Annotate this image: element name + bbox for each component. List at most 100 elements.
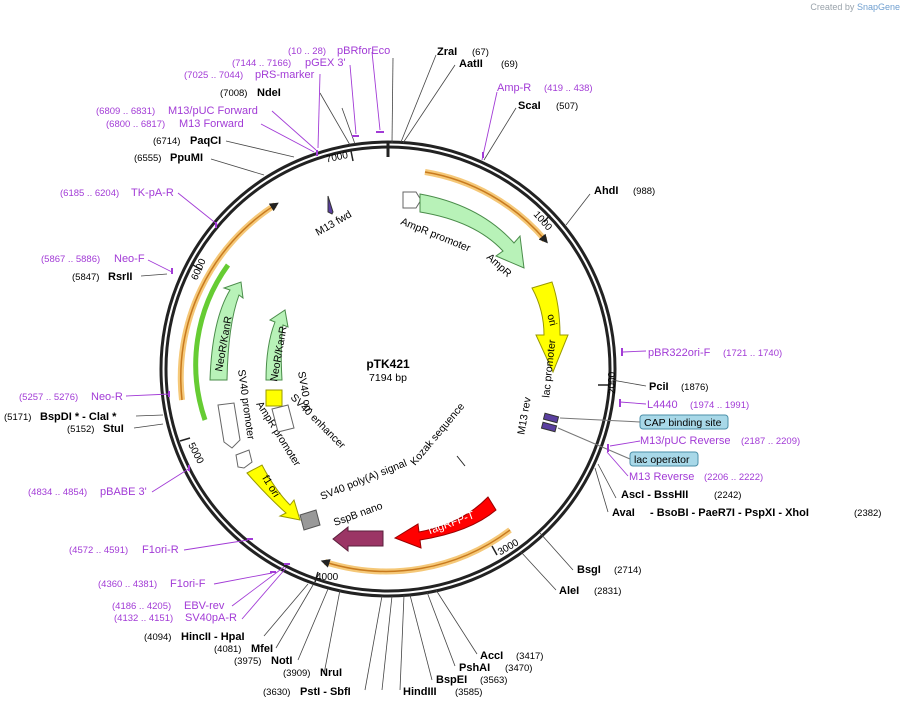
enzyme-ahdi: AhdI bbox=[594, 185, 618, 197]
primer-tkpar: TK-pA-R bbox=[131, 187, 174, 199]
primer-ebvrev-pos: (4186 .. 4205) bbox=[112, 601, 171, 612]
primer-m13puc-fwd: M13/pUC Forward bbox=[168, 105, 258, 117]
primer-tkpar-pos: (6185 .. 6204) bbox=[60, 188, 119, 199]
enzyme-ahdi-pos: (988) bbox=[633, 186, 655, 197]
tick-label-7000: 7000 bbox=[325, 150, 349, 165]
enzyme-bsgi: BsgI bbox=[577, 564, 601, 576]
primer-neor-pos: (5257 .. 5276) bbox=[19, 392, 78, 403]
tick-label-2000: 2000 bbox=[607, 371, 618, 394]
tagrfp-arrow bbox=[393, 496, 497, 549]
enzyme-leader-lines bbox=[133, 54, 647, 691]
primer-prs: pRS-marker bbox=[255, 69, 315, 81]
enzyme-clai: BspDI * - ClaI * bbox=[40, 411, 117, 423]
primer-f1orir-pos: (4572 .. 4591) bbox=[69, 545, 128, 556]
lac-operator-label: lac operator bbox=[634, 454, 690, 466]
primer-m13puc-rev: M13/pUC Reverse bbox=[640, 435, 730, 447]
primer-m13-rev: M13 Reverse bbox=[629, 471, 694, 483]
sv40-promoter-arrow bbox=[217, 402, 241, 449]
enzyme-nrui: NruI bbox=[320, 667, 342, 679]
primer-ampr-pos: (419 .. 438) bbox=[544, 83, 593, 94]
primer-m13-rev-pos: (2206 .. 2222) bbox=[704, 472, 763, 483]
primer-pgex-pos: (7144 .. 7166) bbox=[232, 58, 291, 69]
tick-label-5000: 5000 bbox=[185, 441, 205, 466]
enzyme-alei-pos: (2831) bbox=[594, 586, 621, 597]
enzyme-avai-pos: (2382) bbox=[854, 508, 881, 519]
plasmid-size: 7194 bp bbox=[369, 372, 407, 384]
orf-arc-green bbox=[193, 263, 231, 421]
tick-label-4000: 4000 bbox=[316, 572, 339, 583]
primer-f1orif: F1ori-F bbox=[170, 578, 206, 590]
primer-f1orir: F1ori-R bbox=[142, 544, 179, 556]
enzyme-acci-pos: (3417) bbox=[516, 651, 543, 662]
primer-pbr322ori-pos: (1721 .. 1740) bbox=[723, 348, 782, 359]
f1ori-arrow bbox=[246, 464, 301, 521]
enzyme-hincii-pos: (4094) bbox=[144, 632, 171, 643]
enzyme-pshai-pos: (3470) bbox=[505, 663, 532, 674]
cap-binding-label: CAP binding site bbox=[644, 417, 722, 429]
enzyme-paqci: PaqCI bbox=[190, 135, 221, 147]
sv40-enhancer-label: SV40 enhancer bbox=[288, 392, 348, 452]
enzyme-hindiii-pos: (3585) bbox=[455, 687, 482, 698]
primer-l4440: L4440 bbox=[647, 399, 678, 411]
m13-rev-label: M13 rev bbox=[515, 396, 534, 436]
enzyme-scai-pos: (507) bbox=[556, 101, 578, 112]
cap-connector bbox=[559, 417, 641, 423]
enzyme-nrui-pos: (3909) bbox=[283, 668, 310, 679]
enzyme-ppumi: PpuMI bbox=[170, 152, 203, 164]
enzyme-mfei: MfeI bbox=[251, 643, 273, 655]
primer-m13-fwd-pos: (6800 .. 6817) bbox=[106, 119, 165, 130]
enzyme-psti-pos: (3630) bbox=[263, 687, 290, 698]
enzyme-zrai: ZraI bbox=[437, 46, 457, 58]
snapgene-logo: SnapGene bbox=[856, 2, 900, 12]
lac-connector bbox=[557, 427, 631, 460]
primer-pbabe: pBABE 3' bbox=[100, 486, 147, 498]
enzyme-pcii: PciI bbox=[649, 381, 669, 393]
m13-fwd-marker bbox=[327, 195, 334, 215]
primer-m13puc-fwd-pos: (6809 .. 6831) bbox=[96, 106, 155, 117]
ampr-arrow bbox=[419, 193, 525, 269]
sv40pa-label: SV40 poly(A) signal bbox=[319, 457, 409, 503]
enzyme-stui: StuI bbox=[103, 423, 124, 435]
enzyme-paqci-pos: (6714) bbox=[153, 136, 180, 147]
primer-sv40par-pos: (4132 .. 4151) bbox=[114, 613, 173, 624]
primer-m13puc-rev-pos: (2187 .. 2209) bbox=[741, 436, 800, 447]
primer-pbrforeco-pos: (10 .. 28) bbox=[288, 46, 326, 57]
primer-ebvrev: EBV-rev bbox=[184, 600, 225, 612]
enzyme-pcii-pos: (1876) bbox=[681, 382, 708, 393]
m13-fwd-label: M13 fwd bbox=[314, 208, 355, 238]
enzyme-mfei-pos: (4081) bbox=[214, 644, 241, 655]
sspb-arrow bbox=[332, 525, 384, 553]
sv40pa-box bbox=[299, 509, 321, 531]
primer-f1orif-pos: (4360 .. 4381) bbox=[98, 579, 157, 590]
primer-pbabe-pos: (4834 .. 4854) bbox=[28, 487, 87, 498]
sspb-label: SspB nano bbox=[332, 500, 385, 529]
enzyme-noti-pos: (3975) bbox=[234, 656, 261, 667]
ori-arrow bbox=[531, 281, 569, 374]
enzyme-alei: AleI bbox=[559, 585, 579, 597]
enzyme-scai: ScaI bbox=[518, 100, 541, 112]
neor-outer-arrow bbox=[209, 281, 244, 381]
plasmid-name: pTK421 bbox=[366, 357, 410, 371]
primer-pgex: pGEX 3' bbox=[305, 57, 346, 69]
enzyme-rsrii-pos: (5847) bbox=[72, 272, 99, 283]
sv40-ori-box bbox=[265, 389, 283, 407]
enzyme-ndei-pos: (7008) bbox=[220, 88, 247, 99]
enzyme-psti: PstI - SbfI bbox=[300, 686, 351, 698]
enzyme-asci: AscI - BssHII bbox=[621, 489, 688, 501]
enzyme-acci: AccI bbox=[480, 650, 503, 662]
ori-label: ori bbox=[544, 313, 559, 327]
enzyme-bspei: BspEI bbox=[436, 674, 467, 686]
enzyme-rsrii: RsrII bbox=[108, 271, 132, 283]
enzyme-aatii: AatII bbox=[459, 58, 483, 70]
primer-leader-lines bbox=[125, 51, 647, 620]
primer-pbr322ori: pBR322ori-F bbox=[648, 347, 711, 359]
enzyme-avai: AvaI bbox=[612, 507, 635, 519]
primer-neof-pos: (5867 .. 5886) bbox=[41, 254, 100, 265]
backbone-outer bbox=[159, 140, 617, 598]
enzyme-asci-pos: (2242) bbox=[714, 490, 741, 501]
enzyme-stui-pos: (5152) bbox=[67, 424, 94, 435]
enzyme-zrai-pos: (67) bbox=[472, 47, 489, 58]
primer-prs-pos: (7025 .. 7044) bbox=[184, 70, 243, 81]
enzyme-bsgi-pos: (2714) bbox=[614, 565, 641, 576]
